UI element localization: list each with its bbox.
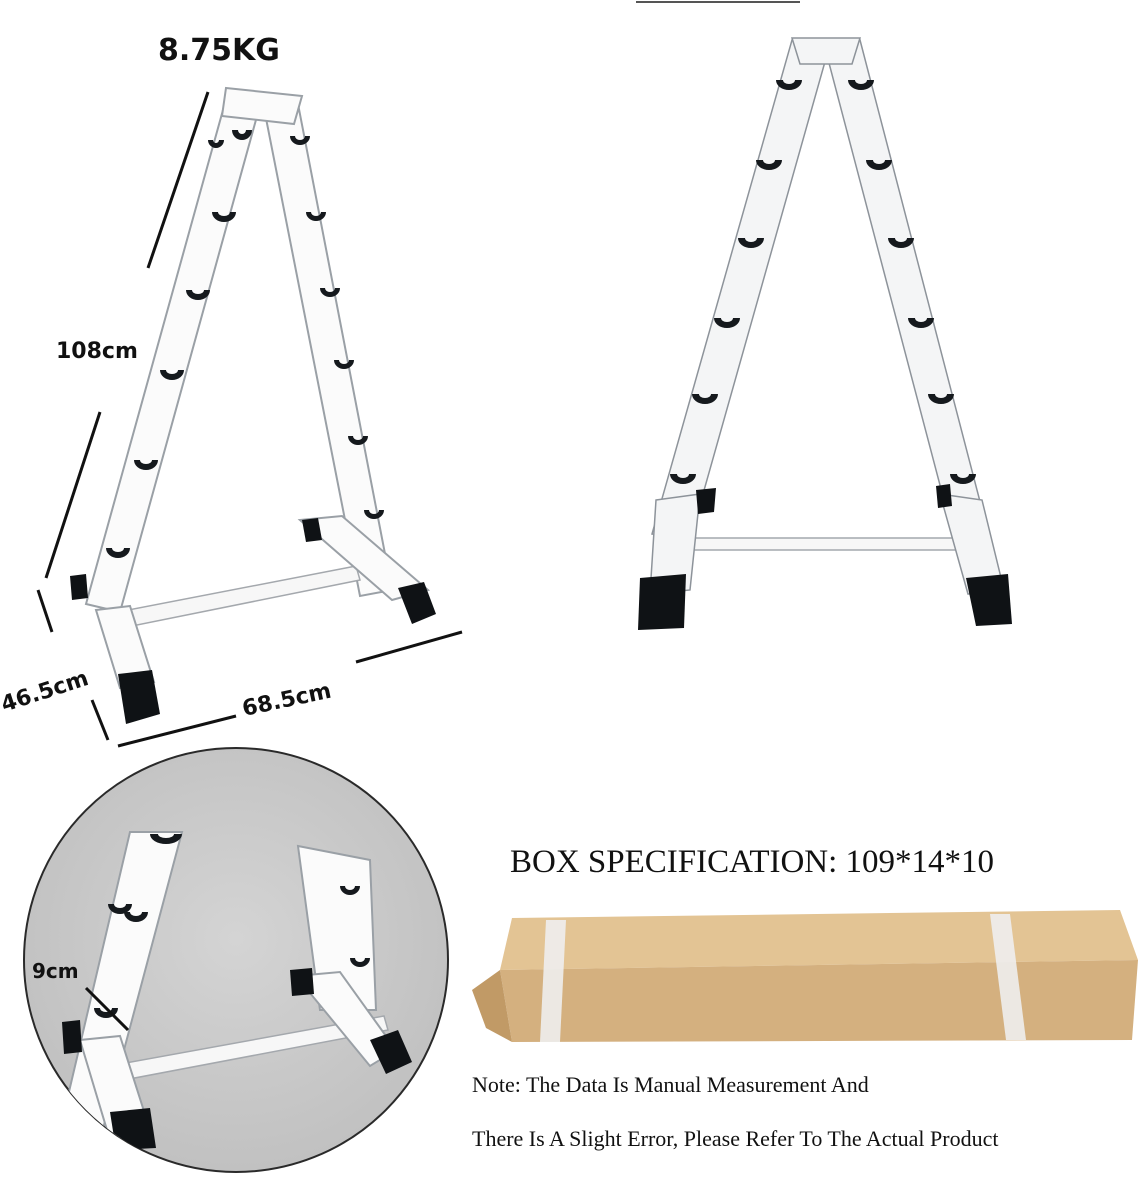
front-rack-foot-back-left bbox=[696, 488, 716, 514]
detail-foot-left bbox=[62, 1020, 82, 1054]
detail-foot-back bbox=[290, 968, 314, 996]
left-leg-hooks bbox=[106, 130, 252, 558]
box-end-face bbox=[472, 970, 512, 1042]
hook bbox=[124, 912, 148, 922]
rack-dimensioned-view: 8.75KG 108cm 46.5cm 68.5cm bbox=[0, 33, 463, 748]
height-label: 108cm bbox=[56, 339, 138, 364]
hook bbox=[776, 80, 802, 90]
width-dim-line-left bbox=[117, 714, 237, 748]
box-strap-left bbox=[540, 920, 566, 1042]
hook bbox=[908, 318, 934, 328]
hook bbox=[160, 370, 184, 380]
hook bbox=[320, 288, 340, 297]
front-left-hooks bbox=[670, 80, 802, 484]
hook bbox=[364, 510, 384, 519]
spacing-dim-line bbox=[84, 986, 130, 1032]
hook bbox=[106, 548, 130, 558]
hook bbox=[888, 238, 914, 248]
hook bbox=[350, 958, 370, 967]
width-label: 68.5cm bbox=[240, 679, 333, 722]
depth-label: 46.5cm bbox=[0, 666, 92, 718]
hook-spacing-label: 9cm bbox=[32, 959, 79, 983]
rack-foot-right bbox=[398, 582, 436, 624]
front-rack-foot-back-right bbox=[936, 484, 952, 508]
box-top-face bbox=[500, 910, 1138, 970]
front-rack-top-plate bbox=[790, 37, 862, 65]
rack-foot-back bbox=[302, 518, 322, 542]
hook bbox=[232, 130, 252, 140]
hook bbox=[714, 318, 740, 328]
hook bbox=[866, 160, 892, 170]
note-line-1: Note: The Data Is Manual Measurement And bbox=[472, 1072, 869, 1097]
hook bbox=[290, 136, 310, 145]
box-front-face bbox=[500, 960, 1138, 1042]
front-rack-right-leg bbox=[823, 39, 991, 547]
rack-top-plate bbox=[220, 86, 304, 126]
hook bbox=[848, 80, 874, 90]
rack-front-view bbox=[636, 1, 1012, 630]
weight-label: 8.75KG bbox=[158, 33, 280, 68]
right-leg-hooks bbox=[290, 136, 384, 519]
box-spec-panel: BOX SPECIFICATION: 109*14*10 Note: The D… bbox=[472, 844, 1138, 1151]
hook bbox=[306, 212, 326, 221]
hook bbox=[928, 394, 954, 404]
hook bbox=[208, 140, 224, 148]
front-rack-base-bar bbox=[689, 537, 959, 551]
hook bbox=[186, 290, 210, 300]
hook bbox=[738, 238, 764, 248]
front-rack-left-post bbox=[649, 493, 701, 595]
rack-foot-front bbox=[118, 670, 160, 724]
hook bbox=[692, 394, 718, 404]
front-rack-left-leg bbox=[651, 39, 831, 541]
hook bbox=[348, 436, 368, 445]
detail-foot-front bbox=[110, 1108, 156, 1150]
hook bbox=[212, 212, 236, 222]
hook bbox=[334, 360, 354, 369]
front-right-hooks bbox=[848, 80, 976, 484]
width-dim-line-right bbox=[355, 630, 463, 664]
box-strap-right bbox=[990, 914, 1026, 1040]
hook bbox=[340, 886, 360, 895]
detail-foot-right bbox=[370, 1030, 412, 1074]
hook bbox=[950, 474, 976, 484]
hook bbox=[670, 474, 696, 484]
rack-foot-left bbox=[70, 574, 88, 600]
hook bbox=[108, 904, 132, 914]
rack-back-foot-post bbox=[297, 514, 431, 602]
rack-base-bar bbox=[117, 565, 361, 629]
height-dim-line-upper bbox=[146, 91, 210, 269]
hook bbox=[150, 834, 182, 844]
height-dim-line-lower bbox=[44, 411, 102, 579]
note-line-2: There Is A Slight Error, Please Refer To… bbox=[472, 1126, 999, 1151]
hook-detail-circle: 9cm bbox=[23, 747, 449, 1173]
box-spec-title: BOX SPECIFICATION: 109*14*10 bbox=[510, 844, 994, 880]
hook bbox=[756, 160, 782, 170]
depth-dim-line-upper bbox=[36, 589, 54, 633]
depth-dim-line-lower bbox=[90, 699, 110, 741]
front-rack-foot-right bbox=[966, 574, 1012, 626]
hook bbox=[134, 460, 158, 470]
front-rack-foot-left bbox=[638, 574, 686, 630]
